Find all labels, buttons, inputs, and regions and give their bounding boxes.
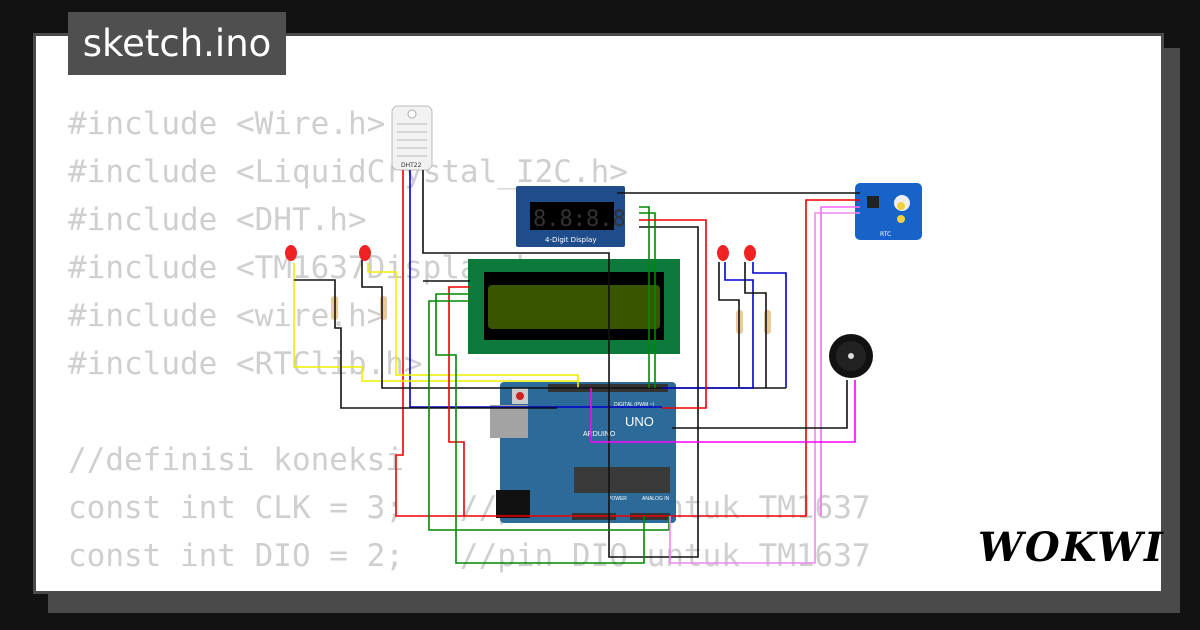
code-line: #include <DHT.h> — [68, 202, 367, 238]
arduino-uno-label: UNO — [625, 414, 654, 429]
wires — [293, 170, 860, 564]
rtc-module: RTC — [855, 183, 922, 240]
sketch-title: sketch.ino — [68, 12, 286, 75]
lcd-1602-i2c — [468, 259, 680, 354]
rtc-label: RTC — [880, 231, 891, 238]
dht-label: DHT22 — [401, 162, 422, 169]
code-line: #include <LiquidCrystal_I2C.h> — [68, 154, 628, 190]
code-line: #include <RTClib.h> — [68, 346, 423, 382]
dht22-sensor: DHT22 — [391, 105, 433, 171]
wokwi-logo: WOKWI — [978, 524, 1165, 571]
power-label: POWER — [608, 496, 627, 502]
tm1637-display: 8.8:8.8 4-Digit Display — [516, 186, 626, 247]
code-line: //definisi koneksi — [68, 442, 404, 478]
digital-label: DIGITAL (PWM ~) — [614, 402, 654, 408]
arduino-uno: UNO ARDUINO DIGITAL (PWM ~) ANALOG IN PO… — [490, 382, 676, 523]
display-label: 4-Digit Display — [545, 236, 596, 244]
code-line: #include <wire.h> — [68, 298, 386, 334]
arduino-brand-label: ARDUINO — [583, 431, 616, 438]
display-digits: 8.8:8.8 — [533, 207, 626, 232]
leds — [285, 245, 756, 261]
analog-label: ANALOG IN — [642, 496, 670, 502]
code-line: const int DIO = 2; //pin DIO untuk TM163… — [68, 538, 871, 574]
code-line: #include <Wire.h> — [68, 106, 386, 142]
buzzer — [829, 334, 873, 378]
